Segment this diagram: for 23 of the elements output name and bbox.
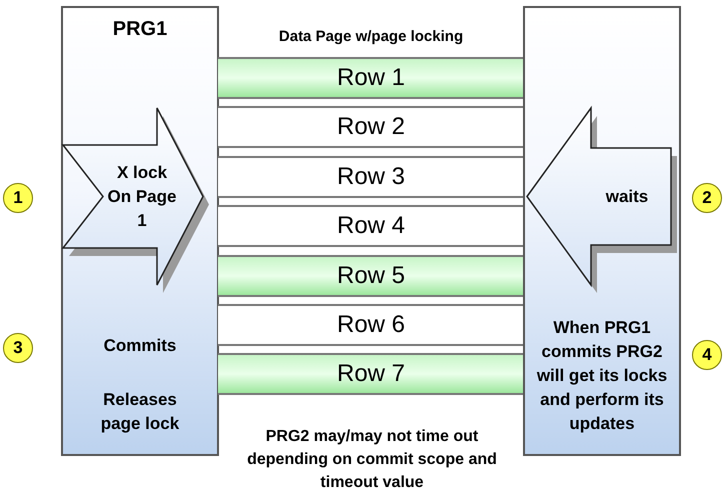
- note-text: PRG2 may/may not time out depending on commit scope and timeout value: [246, 427, 498, 493]
- step-text: Releases page lock: [100, 389, 180, 435]
- page-heading: Data Page w/page locking: [278, 28, 464, 45]
- program-panel: [523, 6, 681, 456]
- data-row: Row 5: [218, 254, 524, 297]
- step-number: 4: [692, 340, 722, 370]
- arrow-label: waits: [604, 186, 650, 208]
- step-text: Commits: [102, 336, 178, 356]
- step-text: When PRG1 commits PRG2 will get its locks and perform its updates: [536, 317, 668, 435]
- data-row: Row 2: [218, 106, 524, 148]
- data-row: Row 6: [218, 304, 524, 346]
- data-row: Row 3: [218, 156, 524, 198]
- step-number: 3: [3, 333, 33, 363]
- step-number: 1: [3, 183, 33, 213]
- block-arrow: [63, 108, 211, 294]
- program-panel: [61, 6, 219, 456]
- block-arrow: [525, 108, 679, 294]
- data-row: Row 7: [218, 353, 524, 396]
- panel-heading: PRG1: [112, 18, 168, 41]
- step-number: 2: [692, 183, 722, 213]
- data-row: Row 1: [218, 57, 524, 99]
- arrow-label: X lock On Page 1: [107, 162, 177, 232]
- data-row: Row 4: [218, 205, 524, 248]
